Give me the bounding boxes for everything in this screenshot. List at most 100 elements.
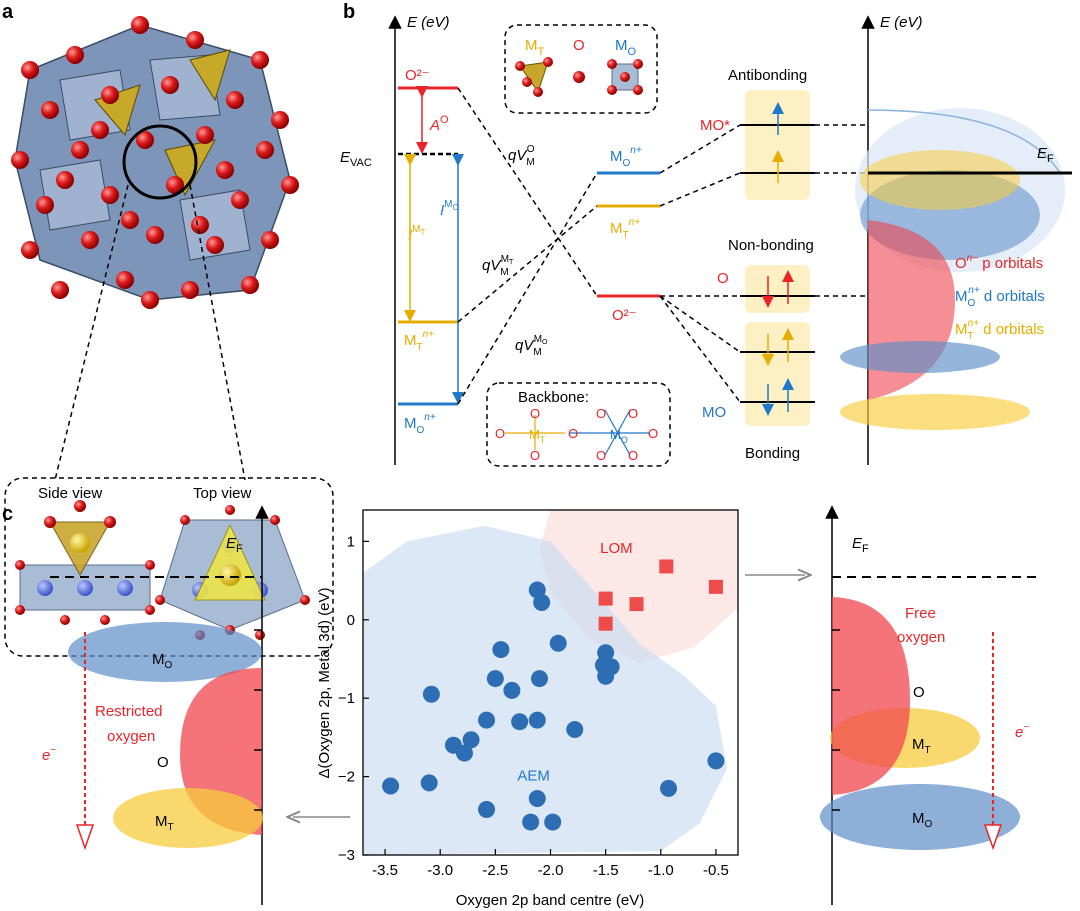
aem-point xyxy=(455,744,473,762)
aem-point xyxy=(597,667,615,685)
svg-text:O: O xyxy=(495,426,505,441)
inset-icons xyxy=(515,57,643,97)
inset-mt-label: MT xyxy=(525,37,545,58)
top-view-image xyxy=(155,505,310,640)
aem-point xyxy=(530,670,548,688)
o-nb-label: O xyxy=(717,270,729,287)
backbone-label: Backbone: xyxy=(518,389,589,406)
aem-point xyxy=(566,721,584,739)
top-view-label: Top view xyxy=(193,485,252,502)
imt-label: IMT xyxy=(408,224,426,244)
c-left-oxygen: oxygen xyxy=(107,728,155,745)
lom-point xyxy=(598,591,613,606)
c-left-e-label: e− xyxy=(42,745,56,764)
scatter-chart: -3.5-3.0-2.5-2.0-1.5-1.0-0.5 10−1−2−3 LO… xyxy=(316,509,739,909)
svg-text:MO: MO xyxy=(610,427,628,445)
oxygen-atom xyxy=(166,176,184,194)
qvmt-label: qVMMT xyxy=(482,254,514,278)
ao-label: AO xyxy=(429,114,449,134)
oxygen-atom xyxy=(226,91,244,109)
o2-label-left: O²⁻ xyxy=(405,67,430,84)
backbone-atoms: O O O O O O O O O MT MO xyxy=(495,406,658,463)
panel-letter-c: c xyxy=(2,503,13,525)
lom-point xyxy=(708,579,723,594)
svg-text:O: O xyxy=(628,448,638,463)
bonding-box xyxy=(745,322,810,426)
oxygen-atom xyxy=(101,86,119,104)
oxygen-atom xyxy=(101,186,119,204)
c-right-mt-label: MT xyxy=(912,736,931,756)
c-right-free: Free xyxy=(905,605,936,622)
aem-region xyxy=(363,525,727,855)
bonding-label: Bonding xyxy=(745,445,800,462)
c-left-o-label: O xyxy=(157,754,169,771)
svg-text:O: O xyxy=(648,426,658,441)
o2-label-mid: O²⁻ xyxy=(612,307,637,324)
lom-point xyxy=(598,616,613,631)
svg-text:O: O xyxy=(628,406,638,421)
dos-blue-low xyxy=(840,341,1000,373)
left-axis-label: E (eV) xyxy=(407,14,450,31)
aem-point xyxy=(492,641,510,659)
aem-point xyxy=(462,731,480,749)
mo-label-left: MOn+ xyxy=(404,412,436,436)
mt-label-left: MTn+ xyxy=(404,329,434,353)
oxygen-atom xyxy=(261,231,279,249)
mt-label-mid: MTn+ xyxy=(610,217,640,241)
x-tick-label: -3.0 xyxy=(427,862,453,879)
x-tick-label: -2.0 xyxy=(538,862,564,879)
lom-point xyxy=(659,559,674,574)
aem-point xyxy=(503,681,521,699)
aem-point xyxy=(533,594,551,612)
oxygen-atom xyxy=(241,276,259,294)
side-view-image xyxy=(15,500,155,625)
ef-label-b: EF xyxy=(1037,145,1054,165)
y-tick-label: 0 xyxy=(347,612,355,629)
mo-b-label: MO xyxy=(702,404,726,421)
y-tick-label: −1 xyxy=(338,690,355,707)
c-right-e-label: e− xyxy=(1015,722,1029,741)
y-ticks: 10−1−2−3 xyxy=(338,533,369,864)
oxygen-atom xyxy=(21,241,39,259)
backbone-inset xyxy=(486,382,671,467)
oxygen-atom xyxy=(21,61,39,79)
oxygen-atom xyxy=(41,101,59,119)
y-tick-label: −2 xyxy=(338,769,355,786)
oxygen-atom xyxy=(191,216,209,234)
oxygen-atom xyxy=(196,126,214,144)
oxygen-atom xyxy=(131,16,149,34)
c-left-mt-orbital xyxy=(113,788,263,848)
mo-label-mid: MOn+ xyxy=(610,145,642,169)
c-right-o-label: O xyxy=(913,684,925,701)
c-right-ticks xyxy=(832,629,840,811)
oxygen-atom xyxy=(11,151,29,169)
oxygen-atom xyxy=(251,51,269,69)
mt-cross-line xyxy=(457,205,598,323)
svg-text:O: O xyxy=(568,426,578,441)
lom-point xyxy=(629,597,644,612)
oxygen-atom xyxy=(281,176,299,194)
oxygen-atom xyxy=(216,161,234,179)
oxygen-atom xyxy=(81,231,99,249)
oxygen-atom xyxy=(91,121,109,139)
c-right-o-orbital xyxy=(832,597,910,795)
panel-letter-b: b xyxy=(343,1,355,23)
qvmo-label: qVMMO xyxy=(515,334,548,358)
oxygen-atom xyxy=(116,271,134,289)
legend-mt-orbitals: MTn+ d orbitals xyxy=(955,318,1044,342)
oxygen-atoms xyxy=(11,16,299,309)
oxygen-atom xyxy=(56,171,74,189)
data-points xyxy=(382,559,725,831)
x-tick-label: -2.5 xyxy=(482,862,508,879)
x-tick-label: -1.5 xyxy=(593,862,619,879)
oxygen-atom xyxy=(121,211,139,229)
c-left-ticks xyxy=(254,629,262,811)
c-left-ef-label: EF xyxy=(226,535,243,555)
c-left-mo-orbital xyxy=(68,622,262,682)
oxygen-atom xyxy=(141,291,159,309)
x-axis-label: Oxygen 2p band centre (eV) xyxy=(456,892,644,909)
oxygen-atom xyxy=(206,236,224,254)
c-right-mo-orbital xyxy=(820,784,1020,850)
panel-letter-a: a xyxy=(2,1,14,23)
